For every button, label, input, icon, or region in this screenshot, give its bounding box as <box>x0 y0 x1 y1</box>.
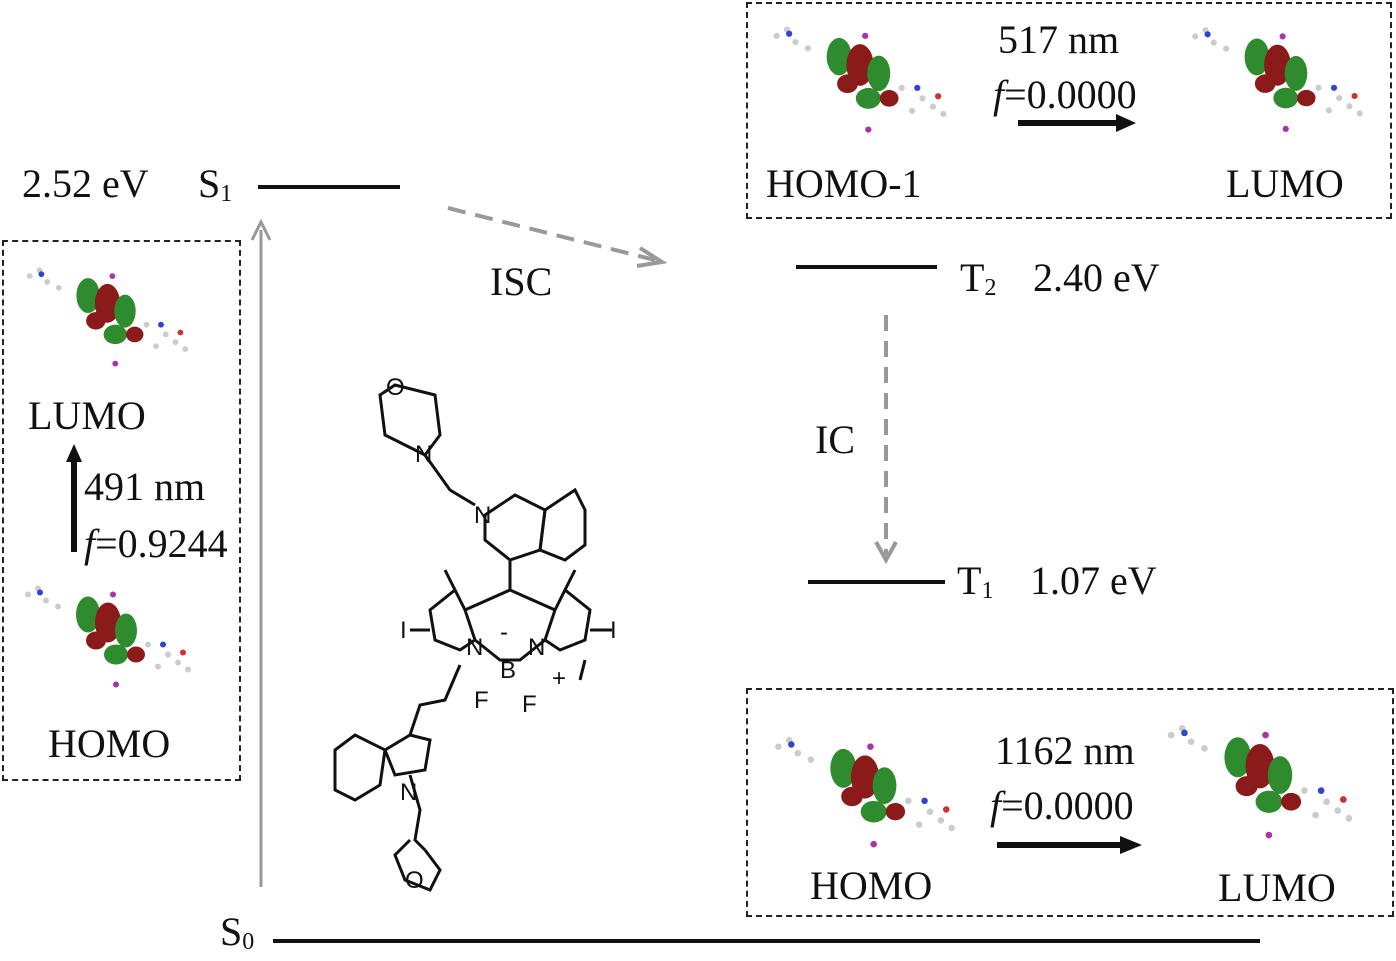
atom-n-right: N <box>528 634 545 661</box>
f-symbol: f <box>84 521 96 566</box>
left-wavelength: 491 nm <box>84 464 206 509</box>
atom-o-top: O <box>386 374 405 401</box>
t2-level-line <box>796 265 937 269</box>
s1-label: S1 <box>198 161 233 207</box>
atom-n-indole-top: N <box>474 502 491 529</box>
atom-f-right: F <box>522 691 537 718</box>
left-oscillator-strength: f=0.9244 <box>84 524 228 564</box>
atom-n-morpholine-top: N <box>415 441 432 468</box>
s0-label: S0 <box>220 909 255 955</box>
f-value: =0.9244 <box>95 521 228 566</box>
t1-label: T1 <box>957 558 994 604</box>
bottom-oscillator-strength: f=0.0000 <box>990 786 1134 826</box>
s0-subscript: 0 <box>242 929 255 955</box>
atom-i-right: I <box>610 617 617 644</box>
t2-subscript: 2 <box>984 275 997 301</box>
s0-symbol: S <box>220 909 243 954</box>
s1-symbol: S <box>198 161 221 206</box>
top-homo-1-label: HOMO-1 <box>766 161 922 206</box>
atom-f-left: F <box>474 687 489 714</box>
atom-b: B <box>500 657 516 684</box>
s1-energy: 2.52 eV <box>22 161 149 206</box>
top-transition-arrow <box>1018 114 1136 132</box>
isc-arrow <box>447 206 668 268</box>
top-lumo-label: LUMO <box>1226 161 1344 206</box>
left-lumo-label: LUMO <box>28 393 146 438</box>
atom-labels: O N N I N B F F N I N O - + <box>386 374 617 894</box>
top-wavelength: 517 nm <box>998 17 1120 62</box>
t1-symbol: T <box>957 558 982 603</box>
charge-plus: + <box>552 665 566 692</box>
bottom-wavelength: 1162 nm <box>995 728 1135 773</box>
left-transition-arrow <box>66 444 82 552</box>
t1-transition-box <box>746 688 1394 917</box>
s1-subscript: 1 <box>220 181 233 207</box>
ic-label: IC <box>815 417 855 462</box>
left-homo-label: HOMO <box>48 721 171 766</box>
bottom-lumo-label: LUMO <box>1218 865 1336 910</box>
s1-transition-box <box>2 240 241 781</box>
atom-n-left: N <box>466 634 483 661</box>
t2-label: T2 <box>960 255 997 301</box>
bottom-transition-arrow <box>997 836 1142 854</box>
f-symbol: f <box>990 783 1002 828</box>
f-symbol: f <box>993 72 1005 117</box>
atom-o-bottom: O <box>405 867 424 894</box>
excitation-arrow <box>250 218 272 887</box>
t2-transition-box <box>746 2 1392 219</box>
s1-level-line <box>258 185 400 189</box>
t1-energy: 1.07 eV <box>1030 558 1157 603</box>
t1-subscript: 1 <box>981 578 994 604</box>
isc-label: ISC <box>490 259 553 304</box>
t2-symbol: T <box>960 255 985 300</box>
atom-n-indole-bottom: N <box>400 779 417 806</box>
s0-level-line <box>273 939 1260 943</box>
atom-i-left: I <box>400 617 407 644</box>
t1-level-line <box>808 580 945 584</box>
f-value: =0.0000 <box>1004 72 1137 117</box>
t2-energy: 2.40 eV <box>1033 255 1160 300</box>
charge-minus: - <box>500 619 508 646</box>
f-value: =0.0000 <box>1001 783 1134 828</box>
ic-arrow <box>874 315 898 565</box>
top-oscillator-strength: f=0.0000 <box>993 75 1137 115</box>
bottom-homo-label: HOMO <box>810 863 933 908</box>
